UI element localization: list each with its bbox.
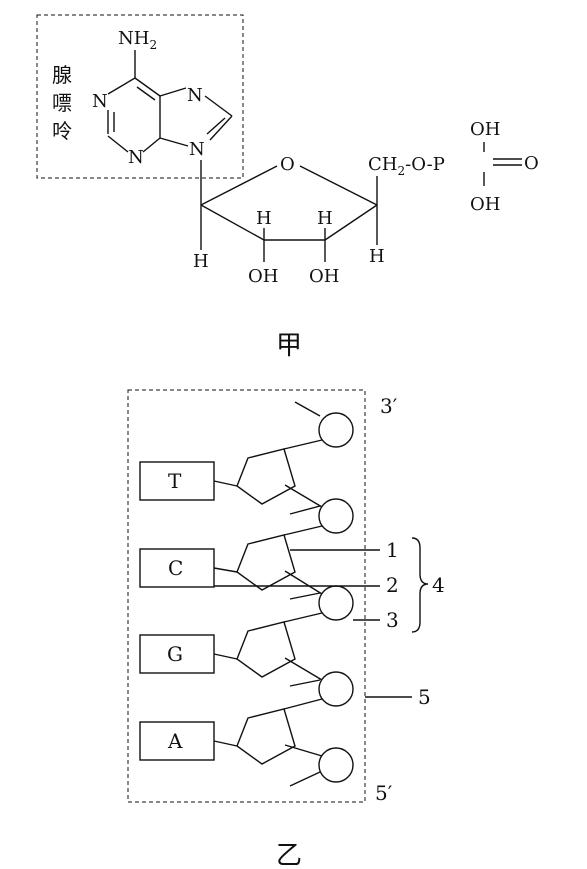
box-label-char-2: 嘌 bbox=[52, 91, 72, 115]
base-label-2: C bbox=[168, 556, 183, 580]
callout-label-2: 2 bbox=[386, 573, 399, 597]
deoxyribose-3 bbox=[236, 621, 296, 678]
phosphate-oh-bottom: OH bbox=[470, 194, 500, 215]
c3-hydroxyl: OH bbox=[309, 266, 339, 287]
callout-label-3: 3 bbox=[386, 608, 399, 632]
c2-hydrogen: H bbox=[256, 208, 272, 229]
phosphate-1 bbox=[318, 412, 354, 448]
purine-six-ring bbox=[107, 77, 161, 153]
phosphate-backbone bbox=[289, 401, 321, 787]
base-sugar-bonds bbox=[213, 480, 238, 747]
phosphate-3 bbox=[318, 585, 354, 621]
end-label-5prime: 5′ bbox=[375, 781, 393, 805]
c3-hydrogen: H bbox=[317, 208, 333, 229]
deoxyribose-2 bbox=[236, 534, 296, 591]
deoxyribose-1 bbox=[236, 448, 296, 505]
nucleotide-brace bbox=[411, 537, 429, 633]
ch2-group: CH2-O-P bbox=[368, 154, 445, 178]
callout-label-1: 1 bbox=[386, 538, 399, 562]
strand-dashed-box bbox=[127, 389, 366, 803]
box-label-char-1: 腺 bbox=[52, 63, 72, 87]
c2-hydroxyl: OH bbox=[248, 266, 278, 287]
purine-five-ring bbox=[159, 87, 233, 147]
sugar-phosphate-bonds bbox=[283, 439, 323, 757]
deoxyribose-4 bbox=[236, 708, 296, 765]
phosphate-double-o: O bbox=[524, 153, 539, 174]
phosphate-oh-top: OH bbox=[470, 119, 500, 140]
box-label-char-3: 呤 bbox=[52, 119, 72, 143]
base-label-4: A bbox=[167, 729, 183, 753]
adenine-dashed-box bbox=[36, 14, 244, 179]
figure-b-caption: 乙 bbox=[276, 841, 302, 869]
figure-a-caption: 甲 bbox=[276, 331, 302, 361]
callout-label-4: 4 bbox=[432, 573, 445, 597]
ring-n-bottom: N bbox=[128, 147, 144, 168]
c1-hydrogen: H bbox=[193, 251, 209, 272]
base-label-3: G bbox=[167, 642, 183, 666]
ring-n-top-left: N bbox=[92, 91, 108, 112]
ribose-ring-oxygen: O bbox=[280, 154, 295, 175]
end-label-3prime: 3′ bbox=[380, 394, 398, 418]
phosphate-5 bbox=[318, 747, 354, 783]
ring-n-right: N bbox=[187, 85, 203, 106]
phosphate-2 bbox=[318, 498, 354, 534]
ribose-ring bbox=[200, 165, 378, 241]
phosphate-4 bbox=[318, 671, 354, 707]
c4-hydrogen: H bbox=[369, 246, 385, 267]
callout-label-5: 5 bbox=[418, 685, 431, 709]
base-label-1: T bbox=[168, 469, 182, 493]
ring-n-glycosidic: N bbox=[189, 139, 205, 160]
amino-group-label: NH2 bbox=[118, 28, 157, 52]
